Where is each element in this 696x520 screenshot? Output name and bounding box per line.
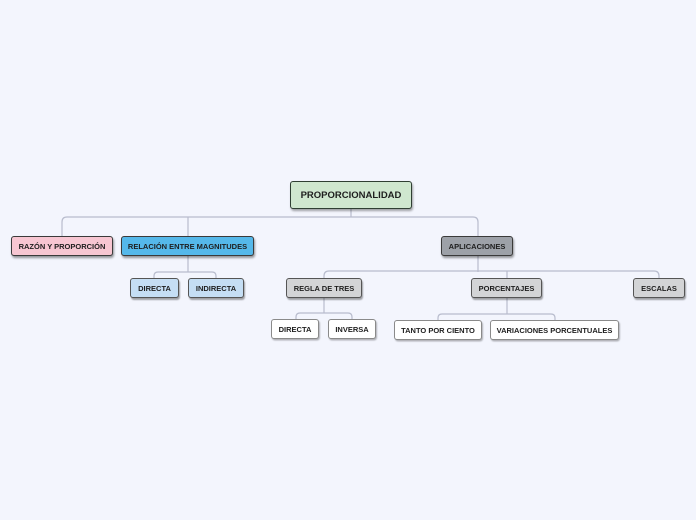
link-aplicaciones-children <box>323 256 660 278</box>
link-porcentajes-children <box>437 298 556 320</box>
node-variaciones-porcentuales[interactable]: VARIACIONES PORCENTUALES <box>490 320 619 340</box>
node-porcentajes[interactable]: PORCENTAJES <box>471 278 542 298</box>
node-escalas[interactable]: ESCALAS <box>633 278 685 298</box>
node-relacion-directa[interactable]: DIRECTA <box>130 278 179 298</box>
node-relacion-indirecta[interactable]: INDIRECTA <box>188 278 244 298</box>
link-regla-children <box>295 298 353 319</box>
node-regla-directa[interactable]: DIRECTA <box>271 319 319 339</box>
node-regla-de-tres[interactable]: REGLA DE TRES <box>286 278 362 298</box>
link-relacion-children <box>153 256 217 278</box>
node-relacion-entre-magnitudes[interactable]: RELACIÓN ENTRE MAGNITUDES <box>121 236 254 256</box>
link-root-branches <box>61 209 479 236</box>
root-node-proporcionalidad[interactable]: PROPORCIONALIDAD <box>290 181 412 209</box>
node-tanto-por-ciento[interactable]: TANTO POR CIENTO <box>394 320 482 340</box>
node-regla-inversa[interactable]: INVERSA <box>328 319 376 339</box>
node-aplicaciones[interactable]: APLICACIONES <box>441 236 513 256</box>
node-razon-y-proporcion[interactable]: RAZÓN Y PROPORCIÓN <box>11 236 113 256</box>
